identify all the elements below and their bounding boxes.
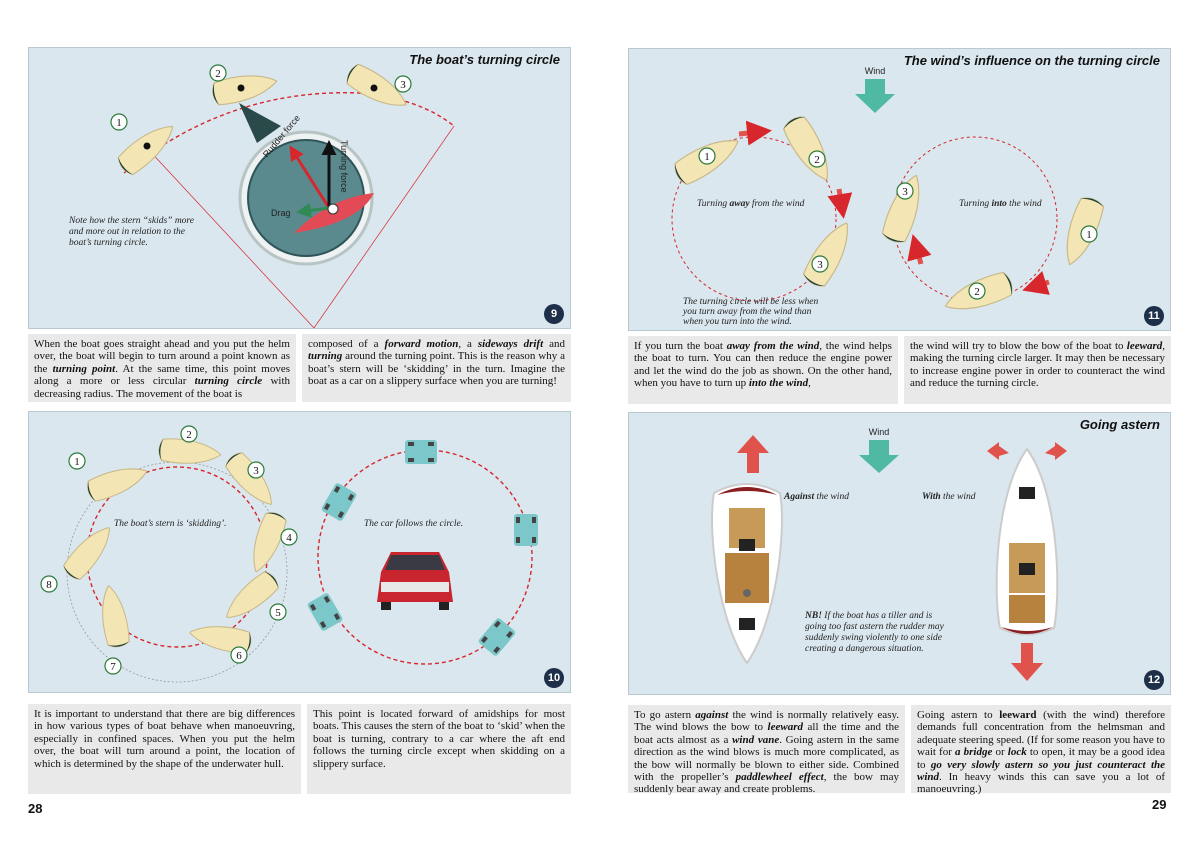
marker-1-label: 1 <box>74 456 80 468</box>
figure-10-number-badge: 10 <box>544 668 564 688</box>
wind-arrow <box>855 79 895 113</box>
p9-text-left: When the boat goes straight ahead and yo… <box>28 334 296 402</box>
figure-11-number-badge: 11 <box>1144 306 1164 326</box>
figure-12-title: Going astern <box>1079 417 1160 432</box>
into-marker-3: 3 <box>902 186 908 198</box>
figure-11-title: The wind’s influence on the turning circ… <box>903 53 1160 68</box>
svg-text:suddenly swing violently to on: suddenly swing violently to one side <box>805 633 942 643</box>
turning-path <box>123 92 455 174</box>
boat-with-wind <box>995 447 1059 636</box>
figure-10-panel: 1 2 3 4 5 6 7 8 The boat’s stern is ‘ski… <box>28 411 571 693</box>
with-bow-arrow-right <box>1045 442 1067 460</box>
svg-text:going too fast astern the rudd: going too fast astern the rudder may <box>805 621 945 632</box>
rudder-force-arrow <box>289 145 331 209</box>
figure-9-panel: The boat’s turning circle 1 2 3 Rudder f… <box>28 47 571 329</box>
svg-text:NB! If the boat has a tiller a: NB! If the boat has a tiller and is <box>804 610 933 621</box>
red-car-image <box>377 552 453 610</box>
marker-5-label: 5 <box>275 607 281 619</box>
car-caption: The car follows the circle. <box>364 518 463 529</box>
away-marker-2: 2 <box>814 154 820 166</box>
marker-2-label: 2 <box>186 429 192 441</box>
svg-text:With the wind: With the wind <box>922 492 976 502</box>
away-marker-3: 3 <box>817 259 823 271</box>
figure-12-panel: Going astern Wind Against the wind With … <box>628 412 1171 695</box>
magnifier-pointer <box>239 103 281 143</box>
svg-text:Turning away from the wind: Turning away from the wind <box>697 198 805 209</box>
away-marker-1: 1 <box>704 151 710 163</box>
figure-11-panel: The wind’s influence on the turning circ… <box>628 48 1171 331</box>
into-marker-2: 2 <box>974 286 980 298</box>
note-line-1: Note how the stern “skids” more <box>68 216 194 226</box>
figure-9-number-badge: 9 <box>544 304 564 324</box>
p12-text-right: Going astern to leeward (with the wind) … <box>911 705 1171 795</box>
radius-line-a <box>146 147 315 328</box>
p11-text-right: the wind will try to blow the bow of the… <box>904 336 1171 404</box>
marker-1-label: 1 <box>116 117 122 129</box>
p9-text-right: composed of a forward motion, a sideways… <box>302 334 571 402</box>
p10-text-right: This point is located forward of amidshi… <box>307 704 571 794</box>
drag-label: Drag <box>271 208 291 218</box>
figure-12-number-badge: 12 <box>1144 670 1164 690</box>
svg-text:creating a dangerous situation: creating a dangerous situation. <box>805 644 924 654</box>
note-line-1: The turning circle will be less when <box>683 297 819 307</box>
with-bow-arrow-left <box>987 442 1009 460</box>
note-line-3: boat’s turning circle. <box>69 238 148 248</box>
p12-text-left: To go astern against the wind is normall… <box>628 705 905 795</box>
marker-3-label: 3 <box>253 465 259 477</box>
stern-skid-illustration: 1 2 3 4 5 6 7 8 The boat’s stern is ‘ski… <box>40 425 538 683</box>
marker-6-label: 6 <box>236 650 242 662</box>
note-line-2: you turn away from the wind than <box>682 306 812 317</box>
note-line-3: when you turn into the wind. <box>683 317 792 327</box>
marker-8-label: 8 <box>46 579 52 591</box>
boat-skid-caption: The boat’s stern is ‘skidding’. <box>114 519 227 529</box>
page-number-left: 28 <box>28 801 43 816</box>
car-turning-circle <box>317 449 533 665</box>
going-astern-illustration: Wind Against the wind With the wind NB! … <box>711 427 1067 681</box>
with-stern-arrow <box>1011 643 1043 681</box>
marker-3-label: 3 <box>400 79 406 91</box>
turning-force-label: Turning force <box>339 140 349 193</box>
wind-arrow <box>859 440 899 473</box>
marker-1 <box>110 113 128 131</box>
drag-arrow <box>296 202 330 218</box>
note-line-2: and more out in relation to the <box>69 227 185 237</box>
marker-4-label: 4 <box>286 532 292 544</box>
wind-label: Wind <box>865 66 886 76</box>
svg-text:Turning into the wind: Turning into the wind <box>959 199 1042 209</box>
radius-line-b <box>313 125 455 328</box>
boat-against-wind <box>711 483 783 665</box>
against-bow-arrow <box>737 435 769 473</box>
p11-text-left: If you turn the boat away from the wind,… <box>628 336 898 404</box>
into-marker-1: 1 <box>1086 229 1092 241</box>
p10-text-left: It is important to understand that there… <box>28 704 301 794</box>
page-number-right: 29 <box>1152 797 1167 812</box>
wind-label: Wind <box>869 427 890 437</box>
turning-circle-illustration: 1 2 3 Rudder force Turning force Drag No… <box>68 60 455 328</box>
marker-7-label: 7 <box>110 661 116 673</box>
figure-9-title: The boat’s turning circle <box>409 52 560 67</box>
svg-text:Against the wind: Against the wind <box>783 492 849 502</box>
marker-2-label: 2 <box>215 68 221 80</box>
wind-turning-illustration: Wind 1 2 3 1 2 3 Turning away from the w… <box>670 66 1107 327</box>
